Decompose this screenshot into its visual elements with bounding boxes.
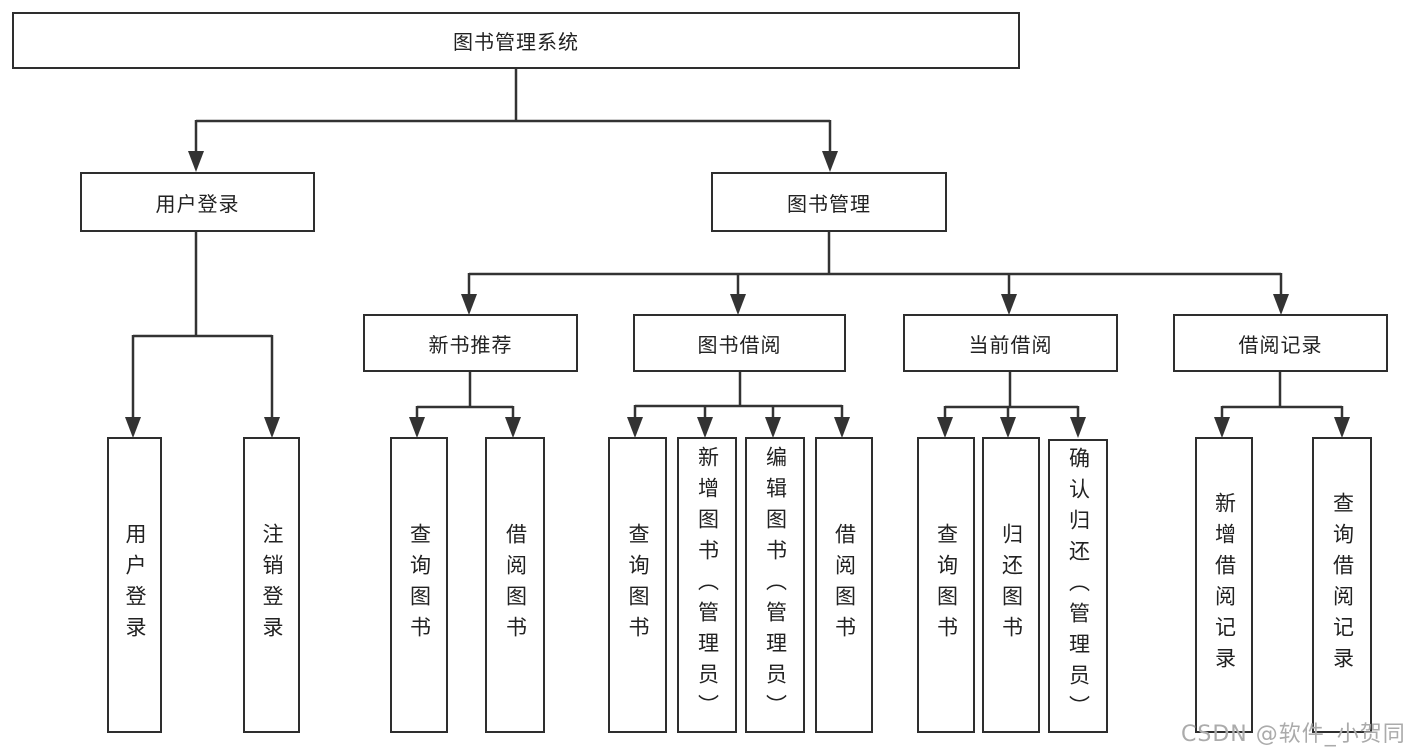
node-current-borrow: 当前借阅 (903, 314, 1118, 372)
leaf-borrow-book: 借阅图书 (815, 437, 873, 733)
leaf-add-book-admin: 新增图书（管理员） (677, 437, 737, 733)
leaf-add-borrow-record: 新增借阅记录 (1195, 437, 1253, 733)
node-book-management-branch: 图书管理 (711, 172, 947, 232)
leaf-current-query-books: 查询图书 (917, 437, 975, 733)
leaf-borrow-book-label: 借阅图书 (832, 523, 857, 647)
leaf-borrow-query-books-label: 查询图书 (626, 523, 650, 647)
leaf-borrow-query-books: 查询图书 (608, 437, 667, 733)
node-new-book-recommend: 新书推荐 (363, 314, 578, 372)
leaf-recommend-query-books-label: 查询图书 (407, 523, 432, 647)
node-borrow-records: 借阅记录 (1173, 314, 1388, 372)
leaf-edit-book-admin: 编辑图书（管理员） (745, 437, 805, 733)
leaf-edit-book-admin-label: 编辑图书（管理员） (763, 445, 788, 725)
leaf-recommend-borrow-books-label: 借阅图书 (503, 523, 528, 647)
leaf-add-book-admin-label: 新增图书（管理员） (695, 445, 720, 725)
node-user-login-branch-label: 用户登录 (155, 191, 240, 216)
leaf-confirm-return-admin-label: 确认归还（管理员） (1066, 446, 1091, 726)
leaf-return-book-label: 归还图书 (999, 523, 1024, 647)
leaf-recommend-query-books: 查询图书 (390, 437, 448, 733)
node-book-borrow: 图书借阅 (633, 314, 846, 372)
leaf-current-query-books-label: 查询图书 (934, 523, 959, 647)
leaf-query-borrow-record: 查询借阅记录 (1312, 437, 1372, 733)
leaf-logout: 注销登录 (243, 437, 300, 733)
node-book-management-branch-label: 图书管理 (787, 191, 871, 216)
node-current-borrow-label: 当前借阅 (968, 332, 1053, 357)
leaf-query-borrow-record-label: 查询借阅记录 (1330, 492, 1355, 678)
leaf-logout-label: 注销登录 (260, 523, 284, 647)
node-root-label: 图书管理系统 (453, 30, 579, 54)
leaf-add-borrow-record-label: 新增借阅记录 (1212, 492, 1237, 678)
node-book-borrow-label: 图书借阅 (697, 332, 782, 357)
node-user-login-branch: 用户登录 (80, 172, 315, 232)
leaf-return-book: 归还图书 (982, 437, 1040, 733)
leaf-user-login: 用户登录 (107, 437, 162, 733)
csdn-watermark: CSDN @软件_小贺同学 (1181, 722, 1405, 747)
leaf-recommend-borrow-books: 借阅图书 (485, 437, 545, 733)
node-new-book-recommend-label: 新书推荐 (428, 332, 513, 357)
node-borrow-records-label: 借阅记录 (1238, 332, 1323, 357)
leaf-user-login-label: 用户登录 (123, 523, 147, 647)
leaf-confirm-return-admin: 确认归还（管理员） (1048, 439, 1108, 733)
node-root-system: 图书管理系统 (12, 12, 1020, 69)
